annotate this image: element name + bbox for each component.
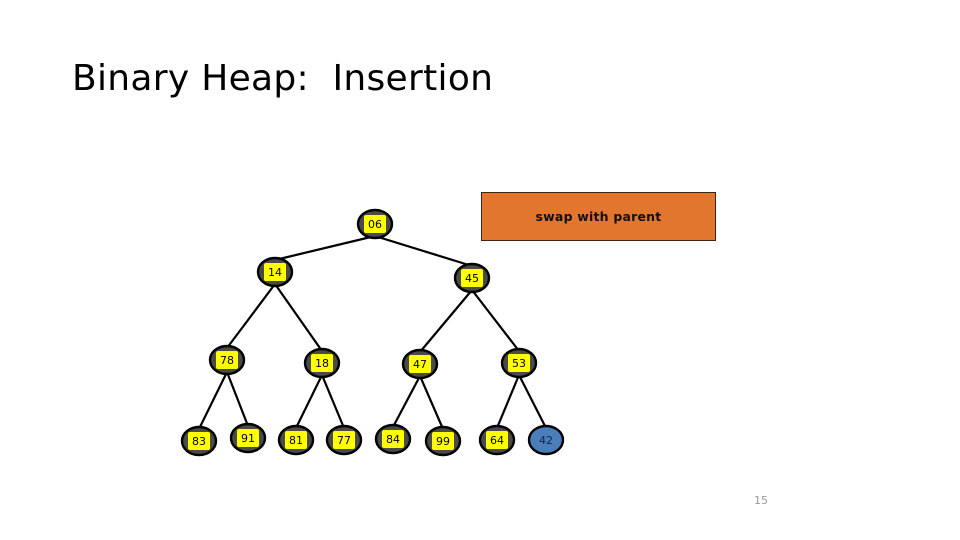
- tree-node[interactable]: 81: [277, 424, 315, 456]
- tree-node[interactable]: 47: [401, 348, 439, 380]
- node-value-label: 78: [220, 354, 234, 367]
- node-label-box: [285, 431, 307, 449]
- node-label-box: [311, 354, 333, 372]
- tree-node-layer: 06 14 45 78 18 47 53 83 91 81 77 84 99 64 42: [180, 208, 565, 457]
- tree-node[interactable]: 42: [527, 424, 565, 456]
- tree-node[interactable]: 64: [478, 424, 516, 456]
- node-label-box: [382, 430, 404, 448]
- node-value-label: 06: [368, 218, 382, 231]
- callout-label: swap with parent: [535, 209, 662, 224]
- node-ellipse: [527, 424, 565, 456]
- node-label-box: [188, 432, 210, 450]
- node-value-label: 81: [289, 434, 303, 447]
- tree-edge: [392, 375, 421, 428]
- node-label-box: [264, 263, 286, 281]
- tree-node[interactable]: 78: [208, 344, 246, 376]
- node-label-box: [237, 429, 259, 447]
- node-value-label: 83: [192, 435, 206, 448]
- node-label-box: [364, 215, 386, 233]
- tree-node[interactable]: 18: [303, 347, 341, 379]
- tree-edge: [274, 234, 376, 262]
- page-title: Binary Heap: Insertion: [72, 58, 494, 99]
- tree-edge: [418, 375, 445, 430]
- tree-edge: [518, 374, 547, 429]
- tree-edge: [225, 371, 250, 427]
- node-value-label: 45: [465, 272, 479, 285]
- node-value-label: 64: [490, 434, 504, 447]
- node-value-label: 42: [539, 434, 553, 447]
- tree-edge: [419, 289, 473, 353]
- tree-node[interactable]: 83: [180, 425, 218, 457]
- tree-edge: [495, 374, 521, 429]
- node-value-label: 77: [337, 434, 351, 447]
- tree-edge: [295, 374, 323, 429]
- tree-node[interactable]: 99: [424, 425, 462, 457]
- swap-with-parent-callout: swap with parent: [481, 192, 716, 241]
- node-value-label: 47: [413, 358, 427, 371]
- tree-edge-layer: [198, 234, 547, 430]
- node-label-box: [432, 432, 454, 450]
- slide-page-number: 15: [754, 494, 768, 507]
- tree-node[interactable]: 77: [325, 424, 363, 456]
- tree-edge: [374, 234, 473, 268]
- node-label-box: [508, 354, 530, 372]
- tree-node[interactable]: 53: [500, 347, 538, 379]
- tree-edge: [198, 371, 228, 430]
- tree-edge: [226, 283, 276, 349]
- tree-node[interactable]: 84: [374, 423, 412, 455]
- node-value-label: 84: [386, 433, 400, 446]
- tree-node[interactable]: 45: [453, 262, 491, 294]
- tree-node[interactable]: 14: [256, 256, 294, 288]
- tree-edge: [471, 289, 520, 352]
- tree-edge: [320, 374, 346, 429]
- node-value-label: 18: [315, 357, 329, 370]
- node-label-box: [461, 269, 483, 287]
- node-value-label: 91: [241, 432, 255, 445]
- node-label-box: [486, 431, 508, 449]
- tree-edge: [274, 283, 323, 352]
- node-label-box: [409, 355, 431, 373]
- node-value-label: 53: [512, 357, 526, 370]
- node-label-box: [333, 431, 355, 449]
- node-value-label: 14: [268, 266, 282, 279]
- node-label-box: [216, 351, 238, 369]
- tree-node[interactable]: 91: [229, 422, 267, 454]
- tree-node[interactable]: 06: [356, 208, 394, 240]
- node-value-label: 99: [436, 435, 450, 448]
